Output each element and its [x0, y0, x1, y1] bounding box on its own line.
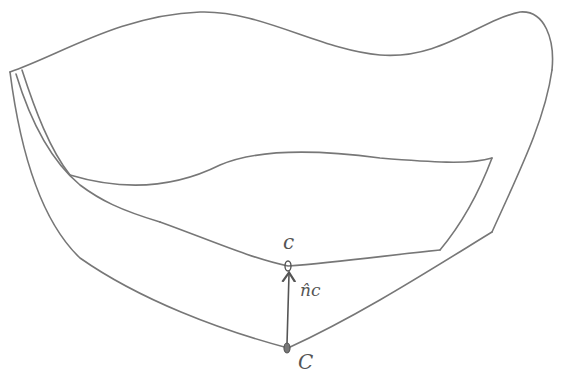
- point-C: [284, 343, 290, 353]
- middle-crease: [70, 152, 492, 185]
- normal-label: n̂c: [300, 282, 320, 299]
- point-label: c: [283, 232, 294, 252]
- inner-fold-2: [22, 70, 70, 175]
- right-edge: [492, 70, 552, 232]
- bottom-right-edge: [288, 232, 492, 348]
- top-edge: [10, 12, 553, 72]
- point-c: [285, 261, 291, 271]
- inner-fold: [16, 74, 160, 222]
- point-label: C: [298, 352, 313, 372]
- right-inner-edge: [440, 158, 492, 250]
- front-lip: [160, 222, 440, 266]
- normal-arrow: [287, 274, 289, 344]
- left-edge: [10, 72, 288, 348]
